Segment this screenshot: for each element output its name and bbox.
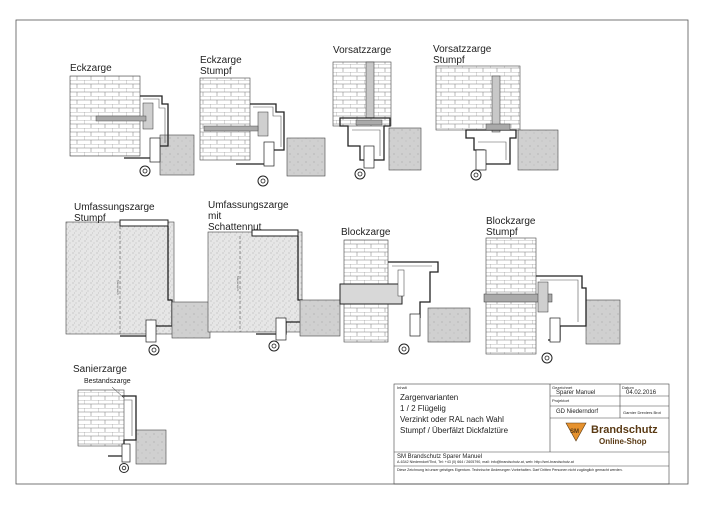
- svg-text:Mauerwerk: Mauerwerk: [236, 276, 240, 291]
- sheet-border: [15, 19, 689, 485]
- drawing-blockzarge: [339, 239, 471, 355]
- title-block-grid: [393, 383, 670, 485]
- brandschutz-logo-icon: SM: [565, 422, 587, 442]
- label-sanierzarge: Sanierzarge: [73, 364, 127, 375]
- projektort-value: GD Niederndorf: [556, 409, 599, 415]
- gezeichnet-value: Sparer Manuel: [556, 390, 596, 396]
- drawing-sanierzarge: [77, 386, 167, 473]
- label-eckzarge: Eckzarge: [70, 63, 112, 74]
- label-bestandszarge: Bestandszarge: [84, 378, 131, 385]
- label-vorsatzzarge: Vorsatzzarge: [333, 45, 392, 56]
- drawing-umfassungszarge-schattennut: Mauerwerk: [207, 229, 341, 352]
- label-blockzarge: Blockzarge: [341, 227, 391, 238]
- drawing-blockzarge-stumpf: [483, 237, 621, 364]
- svg-text:SM: SM: [570, 429, 579, 435]
- extra-value: Garnier Drexlers Brot: [623, 410, 661, 415]
- gezeichnet-label: Gezeichnet: [552, 385, 573, 390]
- title-inhalt-label: Inhalt: [397, 385, 407, 390]
- logo-text-online-shop: Online-Shop: [599, 437, 647, 446]
- drawing-eckzarge-stumpf: [199, 77, 326, 187]
- projektort-label: Projektort: [552, 398, 570, 403]
- drawing-eckzarge: [69, 75, 195, 177]
- drawing-umfassungszarge-stumpf: Mauerwerk: [65, 219, 211, 356]
- svg-text:Mauerwerk: Mauerwerk: [116, 280, 120, 295]
- drawing-vorsatzzarge: [332, 61, 422, 180]
- datum-label: Datum: [622, 385, 634, 390]
- company-name: SM Brandschutz Sparer Manuel: [397, 454, 483, 460]
- title-inhalt: Zargenvarianten 1 / 2 Flügelig Verzinkt …: [400, 393, 509, 435]
- company-address: A-6342 Niederndorf/Tirol, Tel: +43 (0) 6…: [397, 460, 574, 464]
- disclaimer: Diese Zeichnung ist unser geistiges Eige…: [397, 468, 623, 472]
- datum-value: 04.02.2016: [626, 390, 657, 396]
- drawing-vorsatzzarge-stumpf: [435, 65, 559, 181]
- logo-text-brandschutz: Brandschutz: [591, 424, 658, 436]
